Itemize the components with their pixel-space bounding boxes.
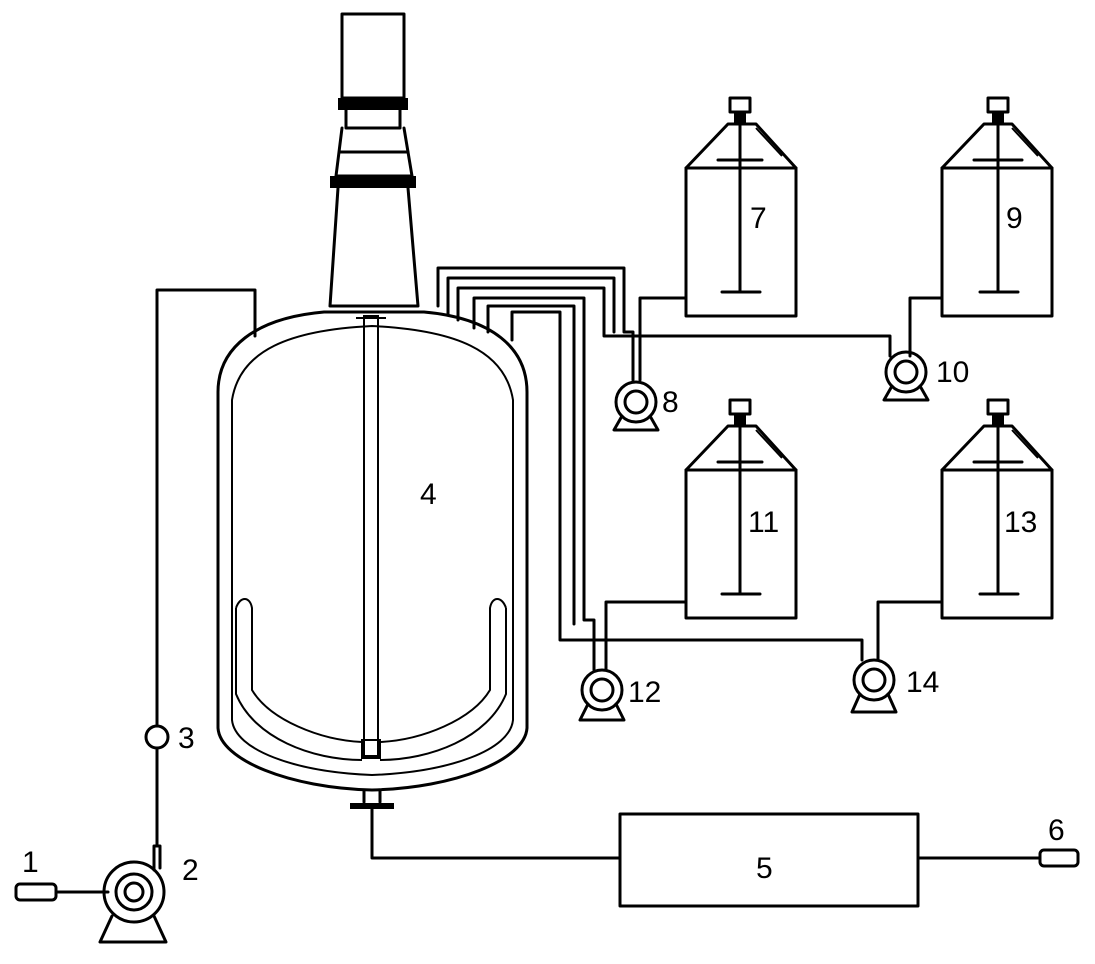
flow-meter-3 [144,724,170,750]
motor-coupling [338,98,408,110]
dosing-tank-11 [604,398,798,672]
dosing-pump-14 [850,658,898,714]
outlet-nozzle-6 [1038,848,1080,868]
label-7: 7 [750,202,767,235]
feed-pipe-to-reactor [155,288,257,728]
inlet-nozzle-1 [14,882,58,902]
label-9: 9 [1006,202,1023,235]
shaft-hub [361,739,381,759]
label-3: 3 [178,722,195,755]
feed-line [14,288,257,944]
label-13: 13 [1004,506,1037,539]
dosing-pump-12 [578,668,626,722]
dosing-pump-10 [882,350,930,402]
reactor-jacket [231,324,514,777]
anchor-left-outer [235,598,363,743]
label-11: 11 [748,506,779,539]
dosing-pipes [436,266,892,672]
label-1: 1 [22,846,39,879]
label-5: 5 [756,852,773,885]
agitator-shaft [363,315,379,757]
reactor-neck-lower [328,186,420,308]
label-2: 2 [182,854,199,887]
reactor-vessel [216,12,529,809]
outlet-line [370,804,1080,908]
label-12: 12 [628,676,661,709]
label-4: 4 [420,478,437,511]
motor-mount [344,108,402,130]
anchor-right-outer [379,598,507,743]
label-8: 8 [662,386,679,419]
label-10: 10 [936,356,969,389]
feed-pump-2 [98,844,168,944]
dosing-pump-8 [612,380,660,432]
label-14: 14 [906,666,939,699]
neck-flange [330,176,416,188]
filter-unit-5 [618,812,920,908]
reactor-shell [216,310,529,792]
dosing-tank-7 [638,96,798,382]
label-6: 6 [1048,814,1065,847]
reactor-motor [340,12,406,100]
dosing-tank-13 [876,398,1054,662]
dosing-tank-9 [908,96,1054,358]
